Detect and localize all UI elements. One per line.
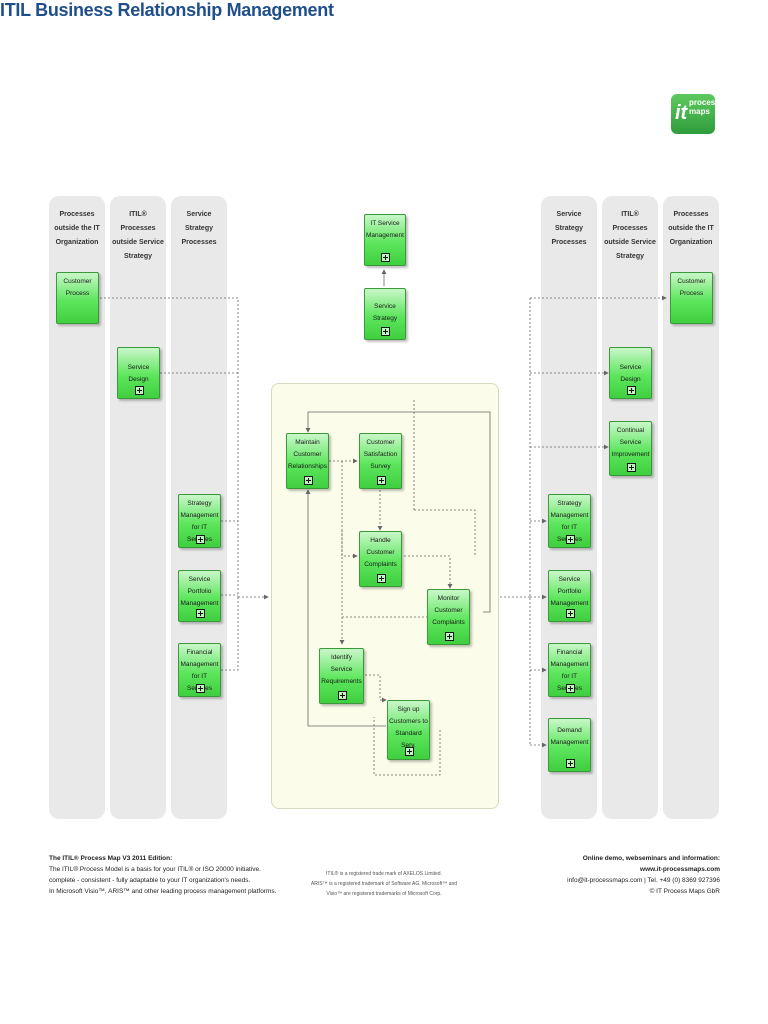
- service-portfolio-right-box[interactable]: Service Portfolio Management: [548, 570, 591, 622]
- expand-icon[interactable]: [565, 609, 575, 618]
- expand-icon[interactable]: [195, 609, 205, 618]
- expand-icon[interactable]: [381, 253, 390, 262]
- demand-management-box[interactable]: Demand Management: [548, 718, 591, 772]
- page-title: ITIL Business Relationship Management: [0, 0, 334, 20]
- expand-icon[interactable]: [376, 574, 386, 583]
- footer-mid-line1: ITIL® is a registered trade mark of AXEL…: [326, 871, 442, 877]
- handle-customer-complaints-box[interactable]: Handle Customer Complaints: [359, 531, 402, 587]
- lane-head-left-strategy: Service Strategy Processes: [181, 211, 217, 246]
- footer-right-contact[interactable]: info@it-processmaps.com | Tel. +49 (0) 8…: [567, 877, 720, 884]
- strategy-management-left-box[interactable]: Strategy Management for IT Services: [178, 494, 221, 548]
- expand-icon[interactable]: [565, 535, 575, 544]
- it-service-management-box[interactable]: IT Service Management: [364, 214, 406, 266]
- expand-icon[interactable]: [565, 684, 575, 693]
- expand-icon[interactable]: [381, 327, 390, 336]
- lane-left-itil: [110, 196, 166, 819]
- lane-head-left-outside: Processes outside the IT Organization: [54, 211, 100, 246]
- expand-icon[interactable]: [134, 386, 144, 395]
- footer-left-title: The ITIL® Process Map V3 2011 Edition:: [49, 855, 173, 862]
- footer-left-line3: In Microsoft Visio™, ARIS™ and other lea…: [49, 888, 277, 895]
- expand-icon[interactable]: [626, 386, 636, 395]
- identify-service-requirements-box[interactable]: Identify Service Requirements: [319, 648, 364, 704]
- footer-mid-line2: ARIS™ is a registered trademark of Softw…: [310, 881, 458, 887]
- maintain-customer-relationships-box[interactable]: Maintain Customer Relationships: [286, 433, 329, 489]
- footer-right-copyright: © IT Process Maps GbR: [649, 888, 720, 895]
- lane-right-itil: [602, 196, 658, 819]
- service-design-left-box[interactable]: Service Design: [117, 347, 160, 399]
- footer-middle: ITIL® is a registered trade mark of AXEL…: [300, 869, 468, 899]
- expand-icon[interactable]: [565, 759, 575, 768]
- footer-left: The ITIL® Process Map V3 2011 Edition: T…: [49, 853, 299, 897]
- lane-head-right-itil: ITIL® Processes outside Service Strategy: [604, 211, 656, 260]
- lane-head-left-itil: ITIL® Processes outside Service Strategy: [112, 211, 164, 260]
- footer-left-line2: complete - consistent - fully adaptable …: [49, 877, 251, 884]
- expand-icon[interactable]: [337, 691, 347, 700]
- expand-icon[interactable]: [195, 684, 205, 693]
- customer-process-right-box[interactable]: Customer Process: [670, 272, 713, 324]
- lane-head-right-outside: Processes outside the IT Organization: [668, 211, 714, 246]
- expand-icon[interactable]: [626, 463, 636, 472]
- financial-management-left-box[interactable]: Financial Management for IT Services: [178, 643, 221, 697]
- customer-process-left-box[interactable]: Customer Process: [56, 272, 99, 324]
- service-strategy-box[interactable]: Service Strategy: [364, 288, 406, 340]
- expand-icon[interactable]: [303, 476, 313, 485]
- expand-icon[interactable]: [195, 535, 205, 544]
- financial-management-right-box[interactable]: Financial Management for IT Services: [548, 643, 591, 697]
- service-portfolio-left-box[interactable]: Service Portfolio Management: [178, 570, 221, 622]
- sign-up-customers-box[interactable]: Sign up Customers to Standard Serv.: [387, 700, 430, 760]
- service-design-right-box[interactable]: Service Design: [609, 347, 652, 399]
- expand-icon[interactable]: [444, 632, 454, 641]
- strategy-management-right-box[interactable]: Strategy Management for IT Services: [548, 494, 591, 548]
- footer-right-title: Online demo, webseminars and information…: [582, 855, 720, 862]
- lane-head-right-strategy: Service Strategy Processes: [551, 211, 587, 246]
- footer-left-line1: The ITIL® Process Model is a basis for y…: [49, 866, 261, 873]
- footer-right: Online demo, webseminars and information…: [530, 853, 720, 897]
- expand-icon[interactable]: [376, 476, 386, 485]
- monitor-customer-complaints-box[interactable]: Monitor Customer Complaints: [427, 589, 470, 645]
- footer-right-url[interactable]: www.it-processmaps.com: [640, 866, 720, 873]
- logo-it-text: it: [675, 102, 688, 124]
- footer-mid-line3: Visio™ are registered trademarks of Micr…: [326, 891, 442, 897]
- expand-icon[interactable]: [404, 747, 414, 756]
- customer-satisfaction-survey-box[interactable]: Customer Satisfaction Survey: [359, 433, 402, 489]
- continual-service-improvement-box[interactable]: Continual Service Improvement: [609, 421, 652, 476]
